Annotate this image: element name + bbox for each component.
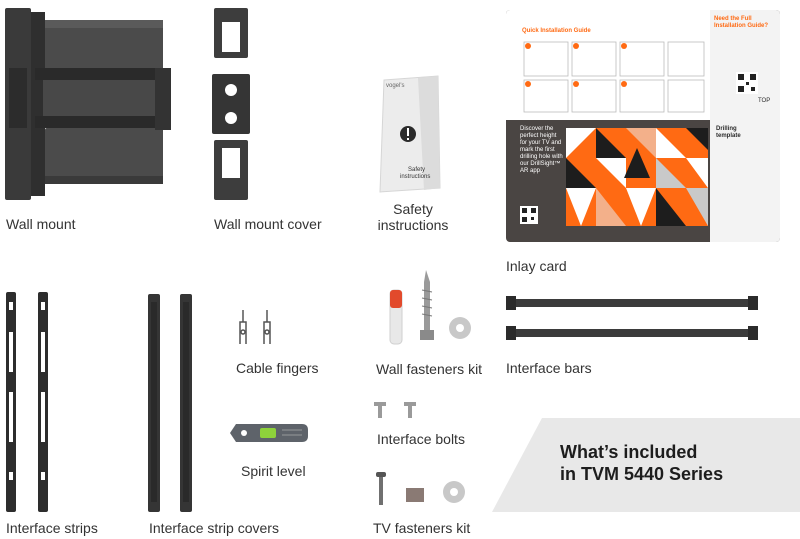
inlay-card-label: Inlay card bbox=[506, 258, 567, 274]
wall-fasteners-kit-label: Wall fasteners kit bbox=[376, 361, 483, 377]
inlay-steps-illustration bbox=[523, 41, 705, 113]
spirit-level-label: Spirit level bbox=[241, 463, 306, 479]
inlay-drilling-template: Drilling template bbox=[716, 126, 741, 139]
whats-included-banner bbox=[492, 418, 800, 512]
booklet-title-2: instructions bbox=[400, 174, 431, 180]
safety-instructions-label-2: instructions bbox=[377, 217, 449, 233]
inlay-qr-code bbox=[736, 72, 758, 94]
spirit-level-image bbox=[230, 424, 308, 442]
wall-fasteners-kit-image bbox=[389, 270, 471, 345]
interface-bars-label: Interface bars bbox=[506, 360, 592, 376]
banner-title-line1: What’s included bbox=[560, 442, 698, 462]
interface-strips-image bbox=[6, 292, 48, 512]
cable-fingers-image bbox=[239, 310, 271, 344]
tv-fasteners-kit-label: TV fasteners kit bbox=[373, 520, 471, 536]
cable-fingers-label: Cable fingers bbox=[236, 360, 319, 376]
wall-mount-cover-image bbox=[212, 8, 250, 200]
interface-strip-covers-label: Interface strip covers bbox=[149, 520, 279, 536]
interface-bolts-image bbox=[374, 402, 416, 418]
inlay-app-text: Discover the perfect height for your TV … bbox=[520, 126, 563, 174]
inlay-pattern bbox=[566, 128, 708, 226]
booklet-brand: vogel's bbox=[386, 83, 405, 89]
booklet-title-1: Safety bbox=[408, 167, 426, 173]
safety-booklet-image bbox=[379, 75, 441, 193]
wall-mount-cover-label: Wall mount cover bbox=[214, 216, 322, 232]
inlay-top-label: TOP bbox=[758, 98, 771, 104]
inlay-guide-title: Quick Installation Guide bbox=[522, 28, 591, 34]
inlay-bottom-qr bbox=[520, 206, 538, 224]
interface-strips-label: Interface strips bbox=[6, 520, 98, 536]
tv-fasteners-kit-image bbox=[376, 472, 465, 505]
wall-mount-image bbox=[5, 8, 171, 200]
banner-title-line2: in TVM 5440 Series bbox=[560, 464, 724, 484]
interface-bolts-label: Interface bolts bbox=[377, 431, 465, 447]
wall-mount-label: Wall mount bbox=[6, 216, 76, 232]
interface-bars-image bbox=[506, 296, 758, 340]
inlay-card-image: Quick Installation Guide Need the Full I… bbox=[506, 10, 780, 242]
safety-instructions-label-1: Safety bbox=[393, 201, 433, 217]
inlay-need-full-guide: Need the Full Installation Guide? bbox=[714, 16, 769, 29]
interface-strip-covers-image bbox=[148, 294, 192, 512]
